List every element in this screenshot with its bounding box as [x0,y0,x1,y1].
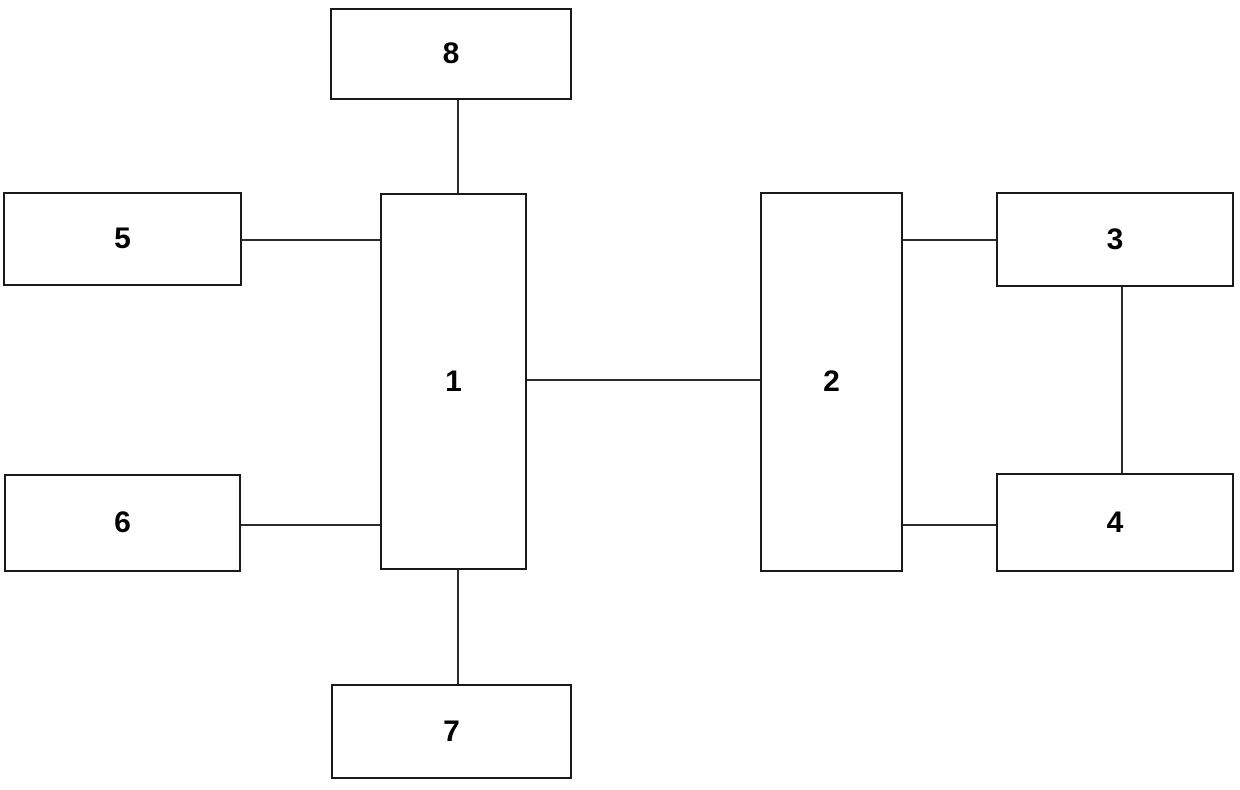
block-6-label: 6 [114,506,131,539]
block-4-label: 4 [1106,505,1124,539]
block-2-label: 2 [823,365,840,398]
block-5[interactable]: 5 [3,192,242,286]
block-7-label: 7 [443,714,460,748]
connector-8-to-1 [457,99,459,194]
block-3[interactable]: 3 [996,192,1234,287]
connector-3-to-4 [1121,286,1123,474]
block-1[interactable]: 1 [380,193,527,570]
block-2[interactable]: 2 [760,192,903,572]
connector-6-to-1 [240,524,381,526]
connector-5-to-1 [241,239,381,241]
connector-2-to-4 [902,524,997,526]
connector-1-to-2 [526,379,761,381]
block-1-label: 1 [445,364,462,398]
block-4[interactable]: 4 [996,473,1234,572]
block-6[interactable]: 6 [4,474,241,572]
connector-1-to-7 [457,569,459,685]
block-7[interactable]: 7 [331,684,572,779]
block-5-label: 5 [114,222,131,255]
block-3-label: 3 [1106,222,1124,256]
connector-2-to-3 [902,239,997,241]
block-8[interactable]: 8 [330,8,572,100]
block-8-label: 8 [442,37,460,70]
